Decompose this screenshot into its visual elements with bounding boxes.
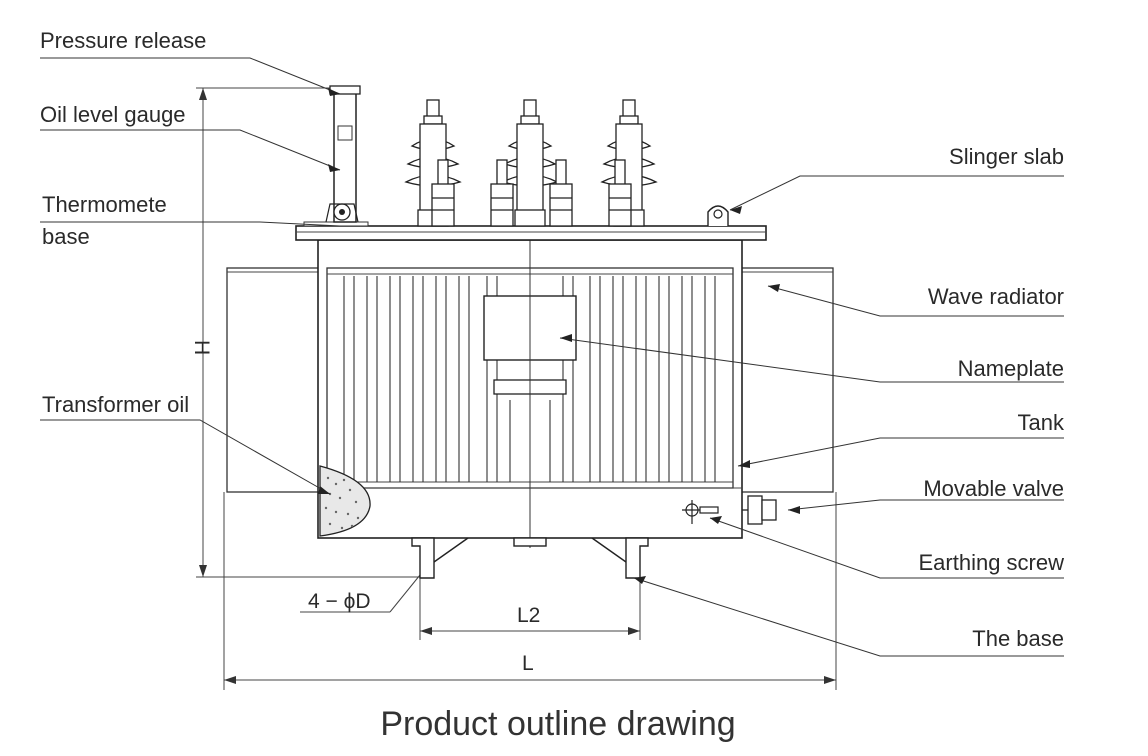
leader-lines xyxy=(40,57,1064,657)
base-feet xyxy=(411,537,649,579)
tank-body xyxy=(317,200,743,548)
label-pressure-release: Pressure release xyxy=(40,28,206,53)
movable-valve xyxy=(742,495,777,525)
transformer-oil-cutaway xyxy=(319,465,371,537)
pressure-release-column xyxy=(325,85,361,223)
label-the-base: The base xyxy=(972,626,1064,651)
dim-height-label: H xyxy=(190,340,213,355)
slinger-slab xyxy=(707,205,729,226)
label-transformer-oil: Transformer oil xyxy=(42,392,189,417)
label-oil-level-gauge: Oil level gauge xyxy=(40,102,186,127)
dim-holes-label: 4 − ϕD xyxy=(308,590,371,613)
dimension-labels: H 4 − ϕD L2 L xyxy=(190,340,540,675)
wave-radiator-fins xyxy=(343,276,716,482)
drawing-caption: Product outline drawing xyxy=(380,705,735,743)
label-slinger-slab: Slinger slab xyxy=(949,144,1064,169)
dim-overall-length-label: L xyxy=(522,652,534,675)
leader-arrowheads xyxy=(318,88,800,584)
top-cover xyxy=(295,221,767,241)
label-thermometer-line2: base xyxy=(42,224,90,249)
label-thermometer-line1: Thermomete xyxy=(42,192,167,217)
callout-labels: Pressure release Oil level gauge Thermom… xyxy=(40,28,1065,651)
label-earthing-screw: Earthing screw xyxy=(918,550,1064,575)
earthing-screw xyxy=(682,500,719,524)
label-movable-valve: Movable valve xyxy=(923,476,1064,501)
dim-base-length-label: L2 xyxy=(517,604,540,627)
label-tank: Tank xyxy=(1018,410,1065,435)
dimension-lines xyxy=(196,87,837,690)
label-nameplate: Nameplate xyxy=(958,356,1064,381)
lv-bushings xyxy=(431,159,632,227)
label-wave-radiator: Wave radiator xyxy=(928,284,1064,309)
